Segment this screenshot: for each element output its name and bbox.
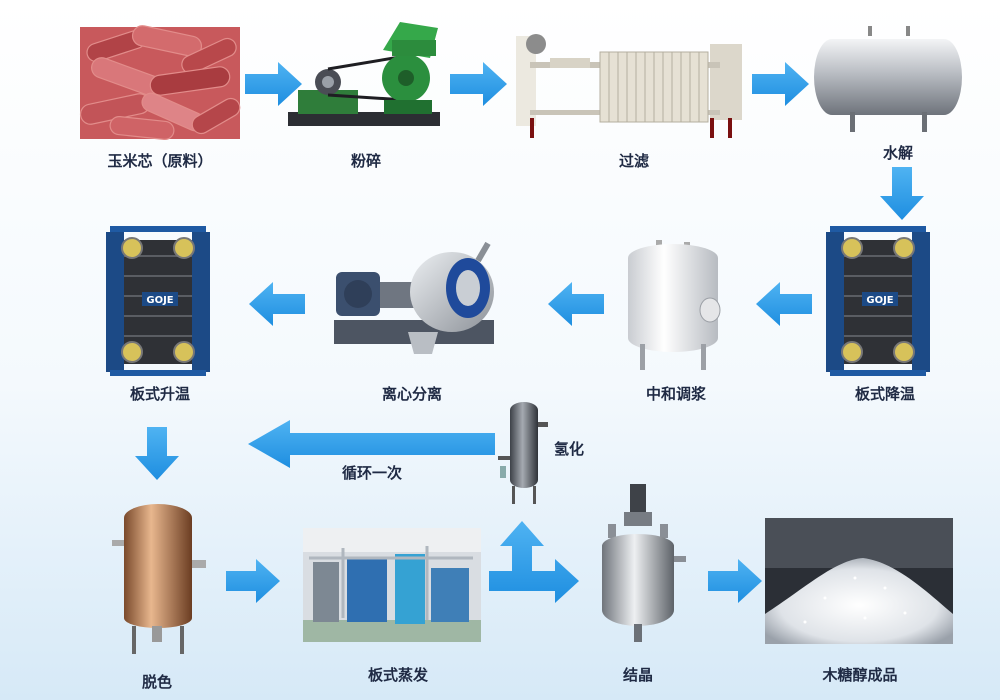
arrow-down-2	[135, 427, 179, 480]
decolor-tank-image	[112, 504, 206, 654]
step-label-plate-cooling: 板式降温	[854, 385, 916, 403]
neutralize-tank-image	[628, 240, 721, 370]
crystallizer-image	[602, 484, 686, 642]
xylitol-product-image	[765, 518, 953, 644]
step-label-hydrolysis: 水解	[882, 144, 914, 162]
step-label-neutralize: 中和调浆	[645, 385, 707, 403]
plate-cooling-image: GOJE	[826, 226, 930, 376]
step-label-plate-heating: 板式升温	[129, 385, 191, 403]
arrow-right-2	[450, 62, 507, 106]
step-label-filter: 过滤	[618, 152, 650, 170]
brand-logo-goje: GOJE	[146, 295, 173, 306]
arrow-left-2	[548, 282, 604, 326]
corncob-image	[79, 25, 241, 141]
arrow-right-4	[226, 559, 280, 603]
step-label-centrifuge: 离心分离	[381, 385, 443, 403]
step-label-xylitol: 木糖醇成品	[822, 666, 898, 684]
step-label-crystallize: 结晶	[622, 666, 654, 684]
hydrolysis-tank-image	[814, 26, 962, 132]
arrow-right-3	[752, 62, 809, 106]
arrow-left-1	[756, 282, 812, 326]
arrow-up-split	[489, 521, 579, 603]
plate-heating-image: GOJE	[106, 226, 210, 376]
arrow-left-3	[249, 282, 305, 326]
brand-logo-goje: GOJE	[866, 295, 893, 306]
crusher-image	[288, 22, 440, 126]
filter-press-image	[516, 34, 742, 138]
step-label-corncob: 玉米芯（原料）	[107, 152, 213, 170]
hydrogenation-column-image	[498, 402, 548, 504]
arrow-right-6	[708, 559, 762, 603]
step-label-plate-evaporation: 板式蒸发	[367, 666, 429, 684]
arrow-right-1	[245, 62, 302, 106]
arrow-loop-back	[248, 420, 495, 468]
step-label-crush: 粉碎	[350, 152, 382, 170]
loop-label: 循环一次	[341, 464, 403, 482]
step-label-hydrogenation: 氢化	[554, 440, 585, 458]
plate-evaporation-image	[303, 528, 481, 642]
centrifuge-image	[334, 241, 494, 354]
step-label-decolor: 脱色	[141, 673, 173, 691]
arrow-down-1	[880, 167, 924, 220]
